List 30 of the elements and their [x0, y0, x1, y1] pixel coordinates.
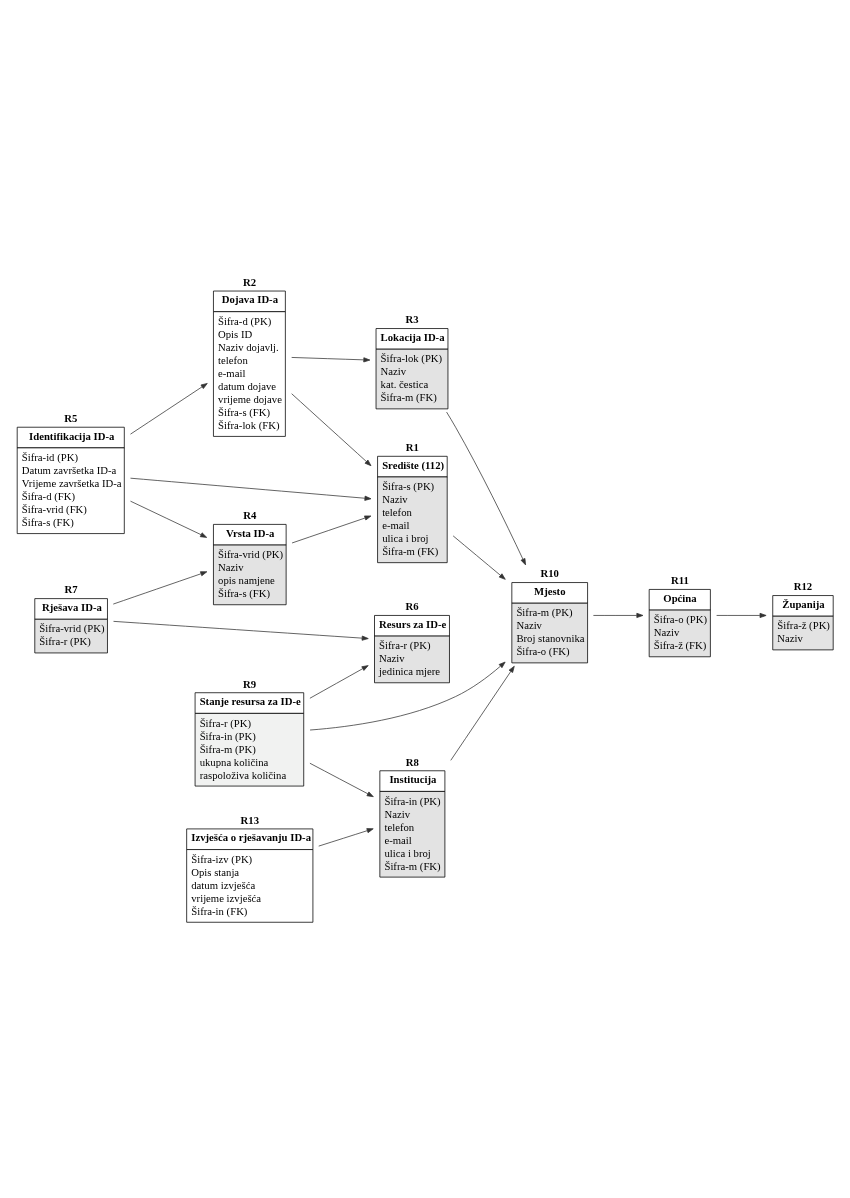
arrow: [593, 612, 644, 618]
node-label: R2: [242, 275, 256, 288]
arrow: [112, 571, 208, 605]
arrow: [113, 620, 369, 641]
arrow: [291, 357, 371, 363]
arrow: [446, 411, 526, 566]
node-label: R4: [243, 509, 257, 522]
arrow: [130, 500, 208, 538]
arrow: [309, 665, 369, 699]
arrow: [291, 515, 372, 544]
node-label: R6: [405, 600, 419, 613]
arrow: [130, 477, 372, 501]
arrow: [309, 661, 506, 731]
node-label: R10: [540, 567, 559, 580]
node-label: R7: [64, 583, 78, 596]
node-label: R11: [670, 574, 689, 587]
arrow: [130, 383, 208, 435]
arrow: [309, 762, 374, 798]
arrow: [452, 535, 506, 580]
node-label: R3: [405, 313, 419, 326]
node-label: R12: [793, 580, 813, 593]
arrow: [716, 612, 767, 618]
arrow: [318, 828, 374, 847]
node-label: R9: [242, 677, 256, 690]
node-label: R1: [405, 441, 419, 454]
node-label: R13: [240, 813, 260, 826]
arrow: [450, 665, 515, 761]
node-label: R8: [405, 755, 419, 768]
arrow: [291, 393, 372, 467]
node-label: R5: [64, 412, 78, 425]
